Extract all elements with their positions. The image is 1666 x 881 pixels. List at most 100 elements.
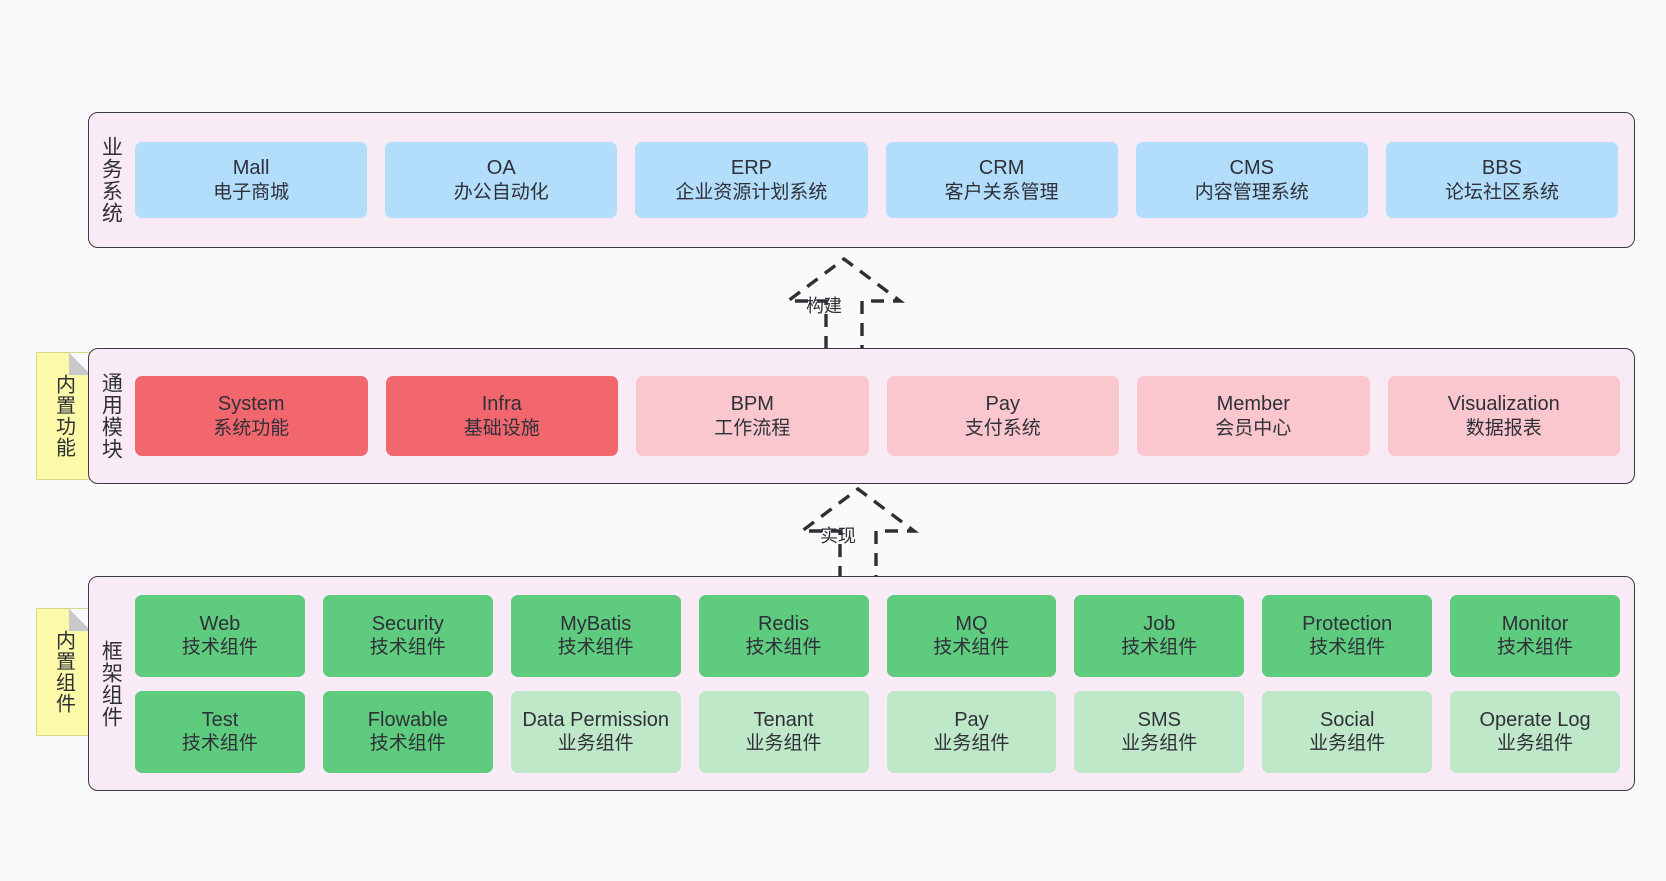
layer-title-framework-components: 框架组件 — [99, 639, 123, 728]
card-sms-cn: 业务组件 — [1121, 733, 1198, 755]
card-job-en: Job — [1143, 612, 1176, 635]
layer-body-business-system: Mall 电子商城 OA 办公自动化 ERP 企业资源计划系统 CRM 客户关系… — [131, 113, 1634, 247]
card-erp[interactable]: ERP 企业资源计划系统 — [635, 142, 868, 218]
card-flowable-cn: 技术组件 — [369, 733, 446, 755]
card-crm-cn: 客户关系管理 — [944, 181, 1059, 203]
card-security-en: Security — [371, 612, 444, 635]
card-tenant[interactable]: Tenant 业务组件 — [698, 690, 869, 773]
card-operate-log[interactable]: Operate Log 业务组件 — [1450, 690, 1620, 773]
arrow-implement-icon — [796, 486, 920, 579]
card-mq-en: MQ — [955, 612, 988, 635]
card-mall-cn: 电子商城 — [213, 181, 290, 203]
arrow-build-icon — [782, 256, 906, 349]
card-oa-en: OA — [486, 157, 516, 180]
card-redis[interactable]: Redis 技术组件 — [698, 594, 869, 677]
card-monitor[interactable]: Monitor 技术组件 — [1450, 594, 1620, 677]
row-business-systems: Mall 电子商城 OA 办公自动化 ERP 企业资源计划系统 CRM 客户关系… — [135, 142, 1619, 218]
card-web[interactable]: Web 技术组件 — [135, 594, 305, 677]
card-bbs-cn: 论坛社区系统 — [1444, 181, 1559, 203]
card-web-cn: 技术组件 — [181, 637, 258, 659]
card-mybatis[interactable]: MyBatis 技术组件 — [510, 594, 681, 677]
card-tenant-en: Tenant — [753, 708, 814, 731]
card-social-en: Social — [1319, 708, 1375, 731]
card-redis-en: Redis — [757, 612, 810, 635]
card-data-permission-en: Data Permission — [522, 708, 670, 731]
layer-body-common-modules: System 系统功能 Infra 基础设施 BPM 工作流程 Pay 支付系统… — [131, 349, 1634, 483]
card-visualization[interactable]: Visualization 数据报表 — [1387, 376, 1620, 456]
card-mq[interactable]: MQ 技术组件 — [886, 594, 1057, 677]
arrow-implement-label: 实现 — [820, 526, 856, 546]
layer-framework-components: 框架组件 Web 技术组件 Security 技术组件 MyBatis 技术组件… — [88, 576, 1635, 791]
card-protection[interactable]: Protection 技术组件 — [1262, 594, 1433, 677]
card-web-en: Web — [199, 612, 241, 635]
card-tenant-cn: 业务组件 — [745, 733, 822, 755]
row-tech-components: Web 技术组件 Security 技术组件 MyBatis 技术组件 Redi… — [135, 594, 1620, 677]
card-operate-log-en: Operate Log — [1479, 708, 1591, 731]
card-system-en: System — [217, 393, 285, 416]
card-redis-cn: 技术组件 — [745, 637, 822, 659]
card-pay-module-cn: 支付系统 — [964, 417, 1041, 439]
sticky-note-builtin-functions-label: 内置功能 — [52, 374, 75, 458]
layer-title-common-modules: 通用模块 — [99, 372, 123, 460]
card-system[interactable]: System 系统功能 — [135, 376, 368, 456]
card-member-en: Member — [1216, 393, 1290, 416]
card-member-cn: 会员中心 — [1215, 417, 1292, 439]
card-infra[interactable]: Infra 基础设施 — [385, 376, 618, 456]
card-visualization-en: Visualization — [1447, 393, 1560, 416]
card-oa-cn: 办公自动化 — [453, 181, 549, 203]
card-test[interactable]: Test 技术组件 — [135, 690, 305, 773]
card-data-permission-cn: 业务组件 — [557, 733, 634, 755]
card-visualization-cn: 数据报表 — [1465, 417, 1542, 439]
card-cms[interactable]: CMS 内容管理系统 — [1135, 142, 1368, 218]
card-cms-cn: 内容管理系统 — [1194, 181, 1309, 203]
card-erp-en: ERP — [730, 157, 772, 180]
layer-body-framework-components: Web 技术组件 Security 技术组件 MyBatis 技术组件 Redi… — [131, 577, 1634, 790]
card-pay-module[interactable]: Pay 支付系统 — [886, 376, 1119, 456]
card-flowable-en: Flowable — [367, 708, 448, 731]
card-mall-en: Mall — [232, 157, 270, 180]
row-common-modules: System 系统功能 Infra 基础设施 BPM 工作流程 Pay 支付系统… — [135, 376, 1620, 456]
card-sms-en: SMS — [1137, 708, 1181, 731]
card-data-permission[interactable]: Data Permission 业务组件 — [510, 690, 681, 773]
card-sms[interactable]: SMS 业务组件 — [1074, 690, 1245, 773]
card-social[interactable]: Social 业务组件 — [1262, 690, 1433, 773]
sticky-note-builtin-functions: 内置功能 — [36, 352, 92, 480]
card-flowable[interactable]: Flowable 技术组件 — [322, 690, 493, 773]
card-social-cn: 业务组件 — [1309, 733, 1386, 755]
card-member[interactable]: Member 会员中心 — [1137, 376, 1370, 456]
card-oa[interactable]: OA 办公自动化 — [385, 142, 618, 218]
card-system-cn: 系统功能 — [213, 417, 290, 439]
card-bbs-en: BBS — [1481, 157, 1522, 180]
card-protection-cn: 技术组件 — [1309, 637, 1386, 659]
card-pay-module-en: Pay — [985, 393, 1020, 416]
card-erp-cn: 企业资源计划系统 — [675, 181, 828, 203]
card-operate-log-cn: 业务组件 — [1497, 733, 1574, 755]
card-test-en: Test — [201, 708, 239, 731]
card-monitor-en: Monitor — [1501, 612, 1569, 635]
card-bbs[interactable]: BBS 论坛社区系统 — [1385, 142, 1619, 218]
sticky-note-builtin-components: 内置组件 — [36, 608, 92, 736]
card-mybatis-en: MyBatis — [560, 612, 632, 635]
card-crm[interactable]: CRM 客户关系管理 — [885, 142, 1118, 218]
card-cms-en: CMS — [1229, 157, 1274, 180]
layer-title-business-system: 业务系统 — [99, 136, 123, 224]
card-mq-cn: 技术组件 — [933, 637, 1010, 659]
card-job[interactable]: Job 技术组件 — [1074, 594, 1245, 677]
card-security[interactable]: Security 技术组件 — [322, 594, 493, 677]
card-crm-en: CRM — [978, 157, 1025, 180]
card-bpm-en: BPM — [730, 393, 774, 416]
card-bpm-cn: 工作流程 — [714, 417, 791, 439]
card-mall[interactable]: Mall 电子商城 — [135, 142, 368, 218]
card-protection-en: Protection — [1302, 612, 1393, 635]
card-mybatis-cn: 技术组件 — [557, 637, 634, 659]
card-job-cn: 技术组件 — [1121, 637, 1198, 659]
card-security-cn: 技术组件 — [369, 637, 446, 659]
arrow-build — [744, 253, 944, 357]
card-pay-component[interactable]: Pay 业务组件 — [886, 690, 1057, 773]
layer-business-system: 业务系统 Mall 电子商城 OA 办公自动化 ERP 企业资源计划系统 CRM… — [88, 112, 1635, 248]
card-test-cn: 技术组件 — [181, 733, 258, 755]
layer-common-modules: 通用模块 System 系统功能 Infra 基础设施 BPM 工作流程 Pay… — [88, 348, 1635, 484]
row-business-components: Test 技术组件 Flowable 技术组件 Data Permission … — [135, 690, 1620, 773]
card-bpm[interactable]: BPM 工作流程 — [636, 376, 869, 456]
